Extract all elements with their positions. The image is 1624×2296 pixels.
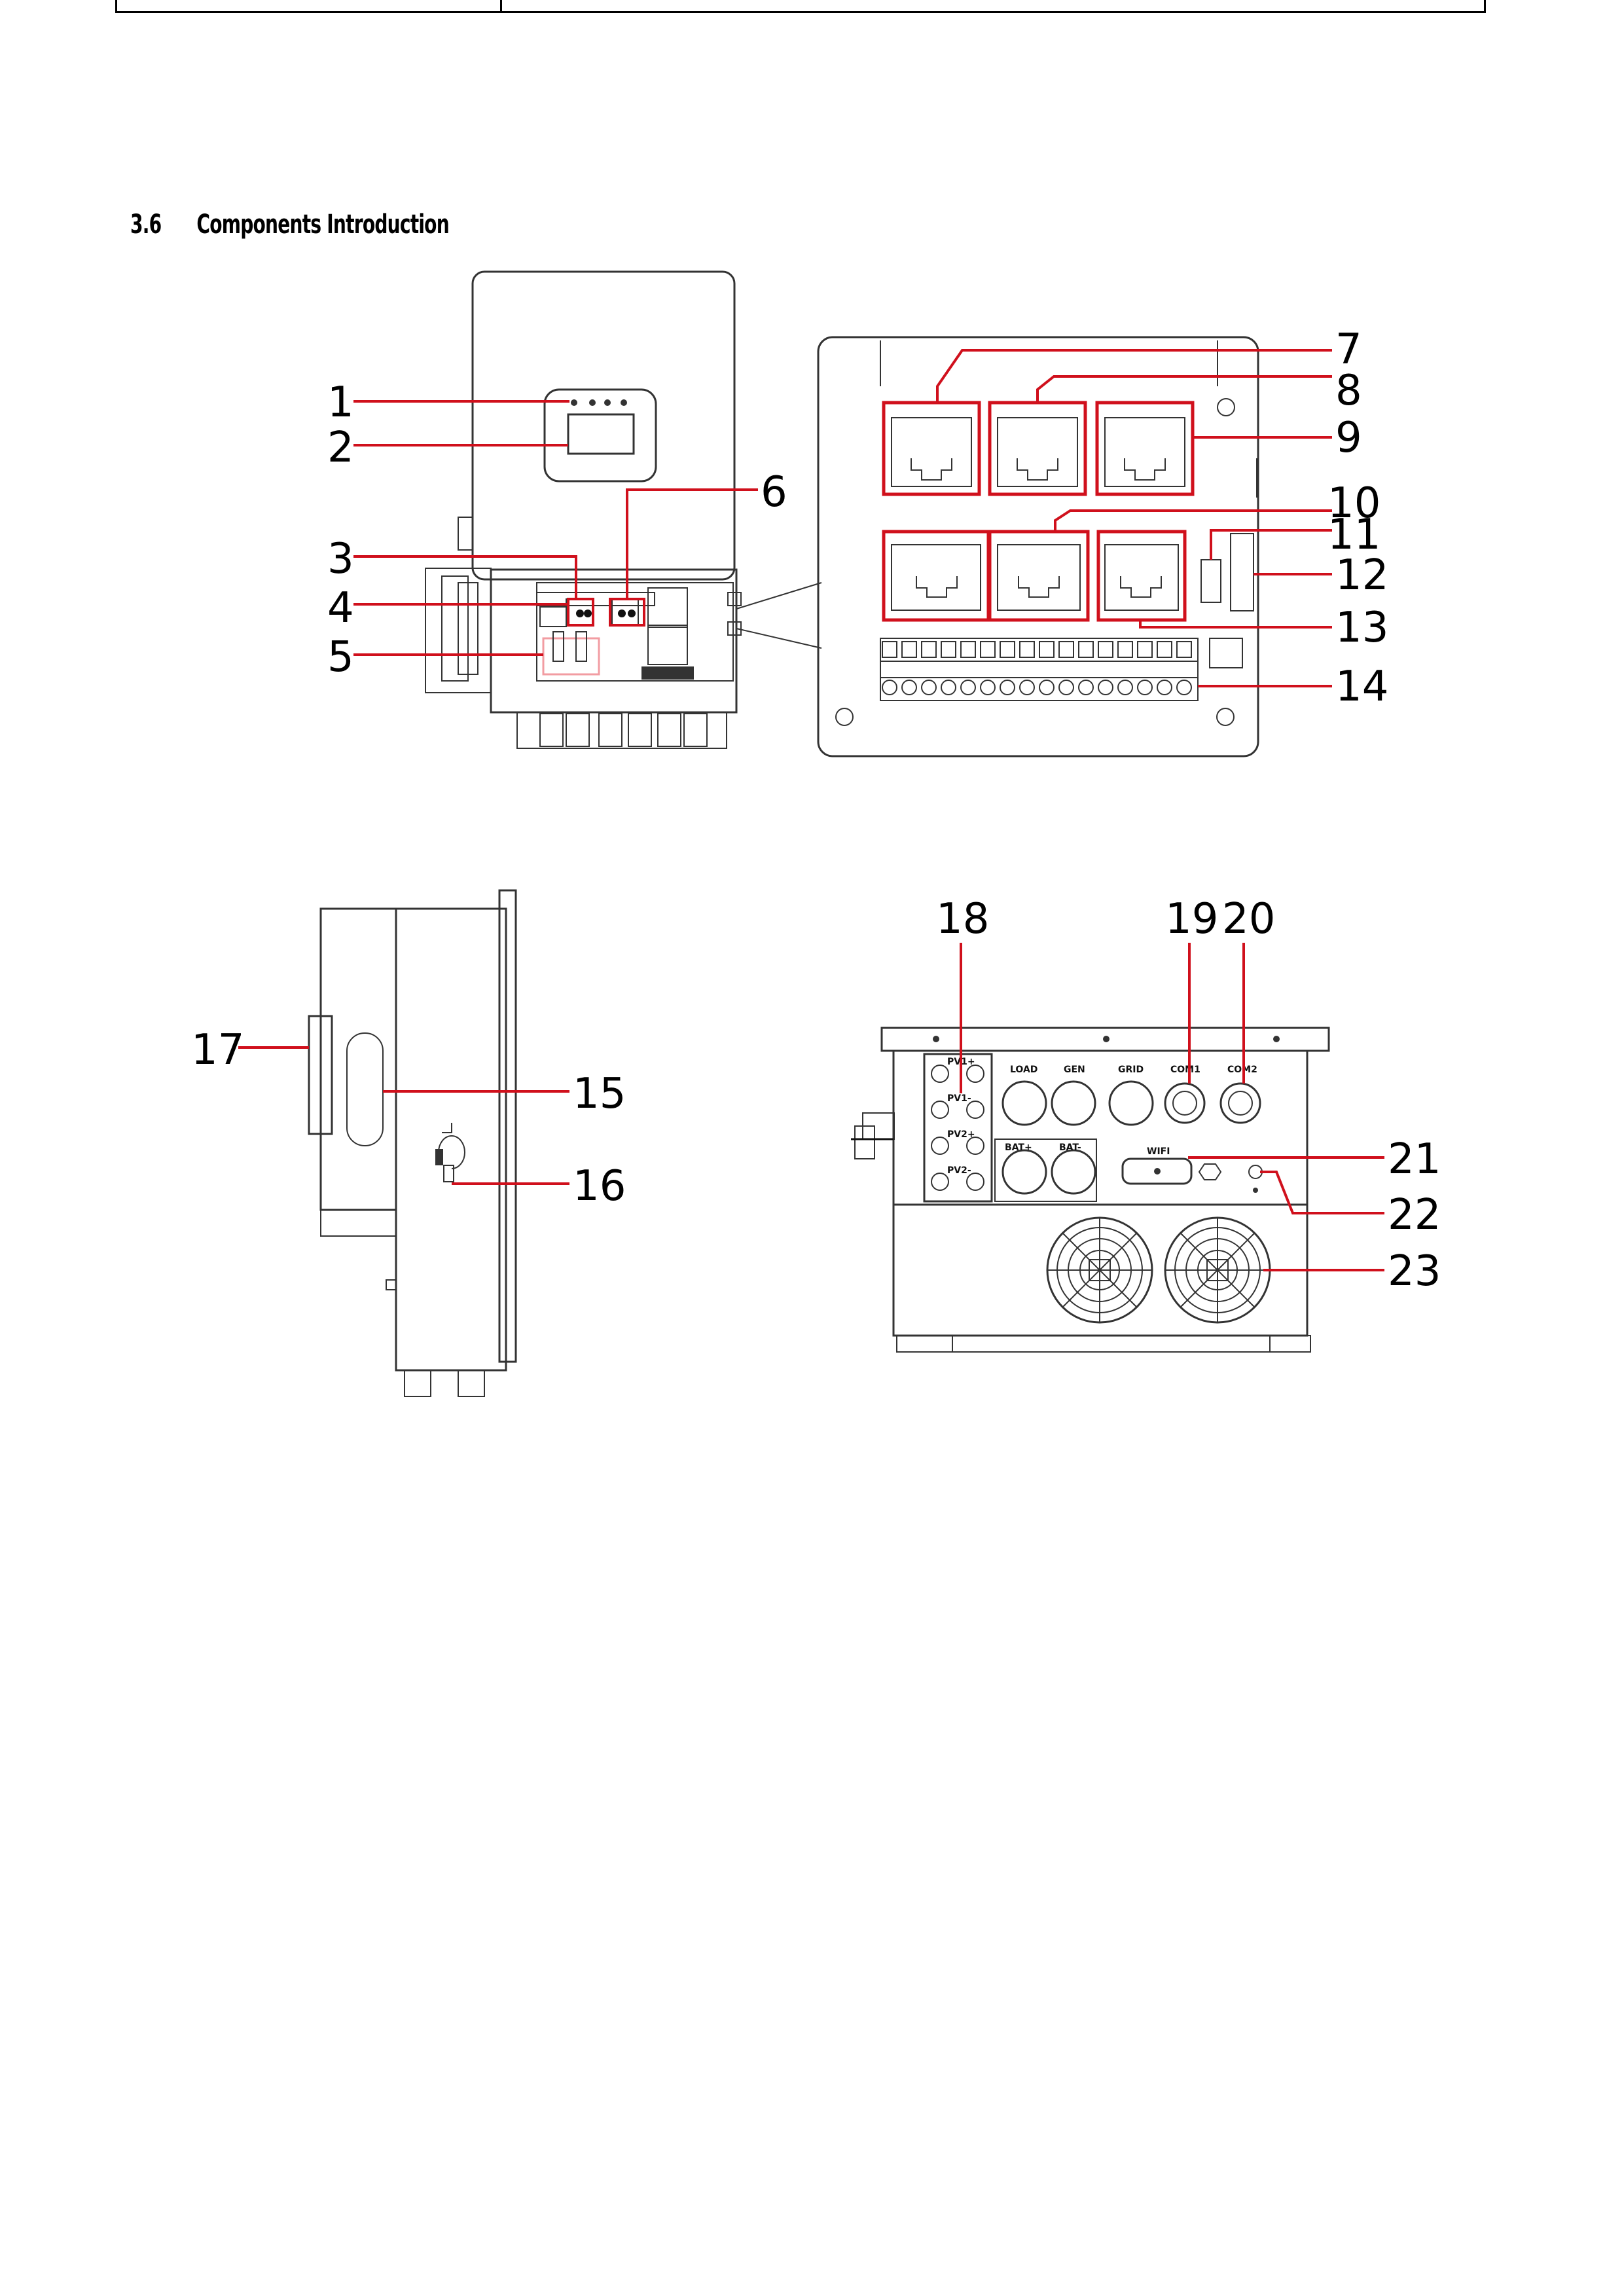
- closeup-callout-lines: [936, 349, 1332, 687]
- callout-17: 17: [191, 1026, 244, 1074]
- inverter-side-view: [308, 889, 517, 1397]
- bat-plus-label: BAT+: [1005, 1142, 1032, 1153]
- gen-label: GEN: [1064, 1065, 1085, 1075]
- bottom-callout-lines: [960, 943, 1384, 1271]
- callout-1: 1: [327, 378, 354, 427]
- com1-label: COM1: [1170, 1065, 1200, 1075]
- com-ports: COM1 COM2: [1164, 1065, 1261, 1124]
- header-table-fragment: [115, 0, 1486, 13]
- battery-glands: BAT+ BAT-: [994, 1139, 1097, 1202]
- callout-23: 23: [1388, 1247, 1441, 1296]
- section-heading: 3.6 Components Introduction: [130, 210, 450, 240]
- callout-20: 20: [1222, 895, 1275, 943]
- cooling-fans: [1046, 1216, 1271, 1324]
- side-callout-lines: [238, 1046, 569, 1185]
- callout-2: 2: [327, 424, 354, 472]
- callout-8: 8: [1335, 367, 1362, 415]
- callout-10: 10: [1327, 479, 1380, 528]
- callout-numbers: 1 2 3 4 5 6 7 8 9 10 11 12 13 14 15 16 1…: [191, 325, 1441, 1296]
- rj45-port-row-1: [882, 401, 1195, 496]
- com2-label: COM2: [1227, 1065, 1257, 1075]
- wifi-port: WIFI: [1121, 1146, 1193, 1185]
- callout-11: 11: [1327, 511, 1380, 559]
- bat-minus-label: BAT-: [1059, 1142, 1081, 1153]
- side-bracket: [851, 1112, 895, 1159]
- callout-22: 22: [1388, 1191, 1441, 1239]
- pv-connector-block: PV1+ PV1- PV2+ PV2-: [923, 1053, 993, 1203]
- communication-board-closeup: [817, 336, 1259, 757]
- callout-19: 19: [1165, 895, 1218, 943]
- pv2-minus-label: PV2-: [947, 1165, 971, 1176]
- table-divider: [500, 0, 502, 11]
- callout-4: 4: [327, 584, 354, 632]
- rj45-port-row-2: [882, 530, 1187, 622]
- callout-18: 18: [936, 895, 989, 943]
- terminal-block: [880, 638, 1199, 701]
- callout-21: 21: [1388, 1135, 1441, 1184]
- inverter-front-view: [425, 270, 742, 749]
- callout-3: 3: [327, 535, 354, 583]
- callout-5: 5: [327, 633, 354, 682]
- callout-13: 13: [1335, 604, 1388, 652]
- callout-7: 7: [1335, 325, 1362, 374]
- callout-14: 14: [1335, 663, 1388, 711]
- led-indicators: [571, 399, 627, 406]
- pv1-minus-label: PV1-: [947, 1093, 971, 1104]
- callout-9: 9: [1335, 414, 1362, 462]
- section-title: Components Introduction: [196, 210, 449, 240]
- load-label: LOAD: [1010, 1065, 1038, 1075]
- grid-label: GRID: [1118, 1065, 1144, 1075]
- callout-12: 12: [1335, 551, 1388, 600]
- front-callout-lines: [353, 400, 758, 656]
- inverter-bottom-view: PV1+ PV1- PV2+ PV2- LOAD GEN GRID COM1 C…: [851, 1027, 1330, 1353]
- wifi-label: WIFI: [1147, 1146, 1170, 1157]
- callout-16: 16: [573, 1162, 626, 1211]
- section-number: 3.6: [130, 210, 162, 240]
- callout-15: 15: [573, 1070, 626, 1118]
- callout-6: 6: [761, 468, 787, 517]
- pv2-plus-label: PV2+: [947, 1129, 975, 1140]
- ac-glands: LOAD GEN GRID: [1001, 1065, 1154, 1126]
